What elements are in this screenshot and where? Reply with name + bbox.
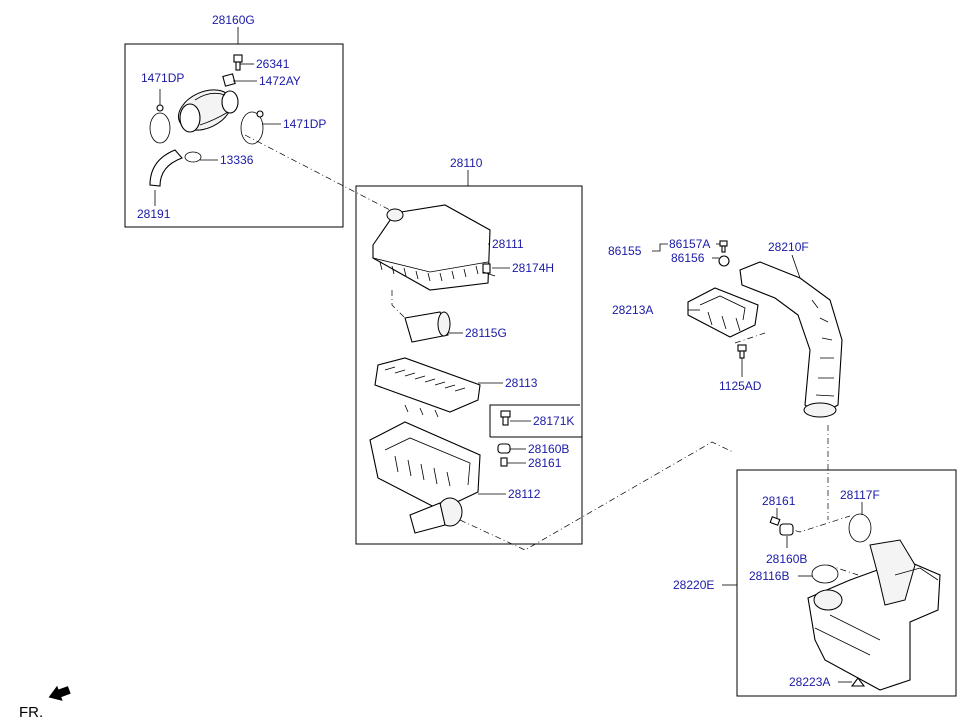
- front-arrow-icon: [48, 685, 71, 701]
- leader-lines: [154, 63, 863, 683]
- breather-hose-28191-part: [149, 149, 183, 187]
- assembly-line-cover: [391, 290, 406, 319]
- group-box-28160G: [124, 43, 344, 228]
- bolt-1125AD-part: [737, 344, 747, 359]
- throttle-body-part: [178, 89, 239, 133]
- filter-element-28113-part: [374, 357, 481, 418]
- intake-duct-28210F-part: [739, 261, 843, 418]
- assembly-line-bolt: [734, 332, 766, 344]
- assembly-line-intake: [459, 441, 734, 551]
- clamp-13336-part: [184, 151, 202, 163]
- clamp-1471DP-right-part: [240, 110, 264, 145]
- clamp-1471DP-left-part: [149, 104, 171, 144]
- clip-28174H-part: [482, 263, 496, 277]
- label-28191[interactable]: 28191: [137, 207, 171, 221]
- front-direction-label: FR.: [19, 704, 43, 721]
- label-28160B[interactable]: 28160B: [528, 442, 569, 456]
- label-28223A[interactable]: 28223A: [789, 675, 830, 689]
- bolt-28171K-part: [500, 410, 511, 426]
- label-1472AY[interactable]: 1472AY: [259, 74, 301, 88]
- label-86156[interactable]: 86156: [671, 251, 705, 265]
- clamp-28116B-part: [811, 564, 839, 584]
- air-cleaner-cover-28111-part: [372, 204, 491, 291]
- label-1471DP-right[interactable]: 1471DP: [283, 117, 326, 131]
- label-28213A[interactable]: 28213A: [612, 303, 653, 317]
- resonator-28220E-part: [807, 539, 941, 691]
- pin-28161-right-part: [769, 516, 781, 526]
- label-28161[interactable]: 28161: [528, 456, 562, 470]
- bolt-26341-part: [233, 54, 243, 71]
- nut-86156-part: [718, 255, 730, 267]
- label-13336[interactable]: 13336: [220, 153, 254, 167]
- group-box-28110: [355, 185, 583, 545]
- label-28171K[interactable]: 28171K: [533, 414, 574, 428]
- clip-1472AY-part: [222, 73, 236, 87]
- inner-box-28171K: [489, 404, 580, 437]
- label-28113[interactable]: 28113: [505, 376, 538, 390]
- grommet-28160B-part: [497, 443, 511, 454]
- assembly-line-throttle: [244, 134, 391, 211]
- label-86155[interactable]: 86155: [608, 244, 642, 258]
- label-28116B[interactable]: 28116B: [749, 569, 789, 583]
- label-28174H[interactable]: 28174H: [512, 261, 554, 275]
- grommet-28160B-right-part: [779, 523, 794, 536]
- label-28160B-right[interactable]: 28160B: [766, 552, 807, 566]
- label-26341[interactable]: 26341: [256, 57, 290, 71]
- bolt-86157A-part: [719, 240, 728, 253]
- label-28160G[interactable]: 28160G: [212, 13, 255, 27]
- air-cleaner-case-28112-part: [369, 421, 481, 534]
- label-1471DP-left[interactable]: 1471DP: [141, 71, 184, 85]
- label-28210F[interactable]: 28210F: [768, 240, 809, 254]
- label-86157A[interactable]: 86157A: [669, 237, 710, 251]
- clamp-28117F-part: [848, 513, 872, 543]
- group-box-28220E: [736, 469, 957, 697]
- label-28117F[interactable]: 28117F: [840, 488, 880, 502]
- fastener-28223A-part: [850, 677, 866, 687]
- sensor-28115G-part: [404, 311, 451, 343]
- bracket-28213A-part: [687, 287, 759, 338]
- label-28112[interactable]: 28112: [508, 487, 541, 501]
- label-28110[interactable]: 28110: [450, 156, 483, 170]
- label-28115G[interactable]: 28115G: [465, 326, 507, 340]
- pin-28161-part: [500, 457, 508, 467]
- label-28111[interactable]: 28111: [492, 237, 524, 251]
- label-28161-right[interactable]: 28161: [762, 494, 796, 508]
- label-28220E[interactable]: 28220E: [673, 578, 714, 592]
- label-1125AD[interactable]: 1125AD: [719, 379, 762, 393]
